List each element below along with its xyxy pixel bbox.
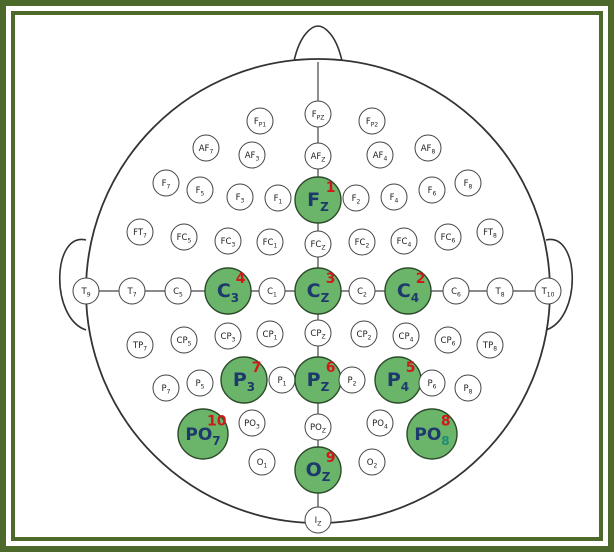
electrode-p2: P2	[339, 367, 365, 393]
electrode-fc6: FC6	[435, 224, 461, 250]
electrode-po7: PO710	[178, 409, 228, 459]
electrode-cp1: CP1	[257, 321, 283, 347]
selection-order-number: 2	[416, 271, 426, 287]
selection-order-number: 4	[236, 271, 246, 287]
electrode-t9: T9	[73, 278, 99, 304]
electrode-afz: AFZ	[305, 143, 331, 169]
electrode-cpz: CPZ	[305, 320, 331, 346]
selection-order-number: 3	[326, 271, 336, 287]
electrode-af7: AF7	[193, 135, 219, 161]
electrode-p6: P6	[419, 370, 445, 396]
electrode-t8: T8	[487, 278, 513, 304]
electrode-iz: IZ	[305, 507, 331, 533]
electrode-cp5: CP5	[171, 327, 197, 353]
electrode-c5: C5	[165, 278, 191, 304]
electrode-cp2: CP2	[351, 321, 377, 347]
electrode-fc3: FC3	[215, 228, 241, 254]
selection-order-number: 9	[326, 450, 336, 466]
electrode-fc1: FC1	[257, 229, 283, 255]
selection-order-number: 6	[326, 360, 336, 376]
electrode-oz: OZ9	[295, 447, 341, 493]
electrode-f4: F4	[381, 184, 407, 210]
electrode-c6: C6	[443, 278, 469, 304]
electrode-po3: PO3	[239, 410, 265, 436]
electrode-c4: C42	[385, 268, 431, 314]
electrode-fp2: FP2	[359, 108, 385, 134]
electrode-f3: F3	[227, 184, 253, 210]
electrode-f1: F1	[265, 185, 291, 211]
selection-order-number: 5	[406, 360, 416, 376]
electrode-cp6: CP6	[435, 327, 461, 353]
electrode-pz: PZ6	[295, 357, 341, 403]
electrode-fpz: FPZ	[305, 101, 331, 127]
electrode-af3: AF3	[239, 142, 265, 168]
electrode-po4: PO4	[367, 410, 393, 436]
selection-order-number: 8	[441, 413, 451, 429]
selection-order-number: 1	[326, 180, 336, 196]
electrode-p3: P37	[221, 357, 267, 403]
electrode-poz: POZ	[305, 414, 331, 440]
electrode-p7: P7	[153, 375, 179, 401]
electrode-t10: T10	[535, 278, 561, 304]
electrode-fcz: FCZ	[305, 231, 331, 257]
electrode-p4: P45	[375, 357, 421, 403]
electrode-f2: F2	[343, 185, 369, 211]
electrode-fc5: FC5	[171, 224, 197, 250]
electrode-ft7: FT7	[127, 219, 153, 245]
electrode-fp1: FP1	[247, 108, 273, 134]
electrode-f6: F6	[419, 177, 445, 203]
electrode-c1: C1	[259, 278, 285, 304]
selection-order-number: 10	[207, 413, 227, 429]
electrode-tp8: TP8	[477, 332, 503, 358]
electrode-ft8: FT8	[477, 219, 503, 245]
electrode-cz: CZ3	[295, 268, 341, 314]
electrode-p1: P1	[269, 367, 295, 393]
electrode-af4: AF4	[367, 142, 393, 168]
electrode-fc4: FC4	[391, 228, 417, 254]
electrode-f5: F5	[187, 177, 213, 203]
electrode-cp3: CP3	[215, 323, 241, 349]
electrode-t7: T7	[119, 278, 145, 304]
electrode-fz: FZ1	[295, 177, 341, 223]
electrode-cp4: CP4	[393, 323, 419, 349]
electrode-o1: O1	[249, 449, 275, 475]
electrode-p5: P5	[187, 370, 213, 396]
selection-order-number: 7	[252, 360, 262, 376]
electrode-p8: P8	[455, 375, 481, 401]
electrode-o2: O2	[359, 449, 385, 475]
electrode-c2: C2	[349, 278, 375, 304]
electrode-f8: F8	[455, 170, 481, 196]
electrode-f7: F7	[153, 170, 179, 196]
electrode-fc2: FC2	[349, 229, 375, 255]
electrode-af8: AF8	[415, 135, 441, 161]
electrode-tp7: TP7	[127, 332, 153, 358]
electrode-c3: C34	[205, 268, 251, 314]
